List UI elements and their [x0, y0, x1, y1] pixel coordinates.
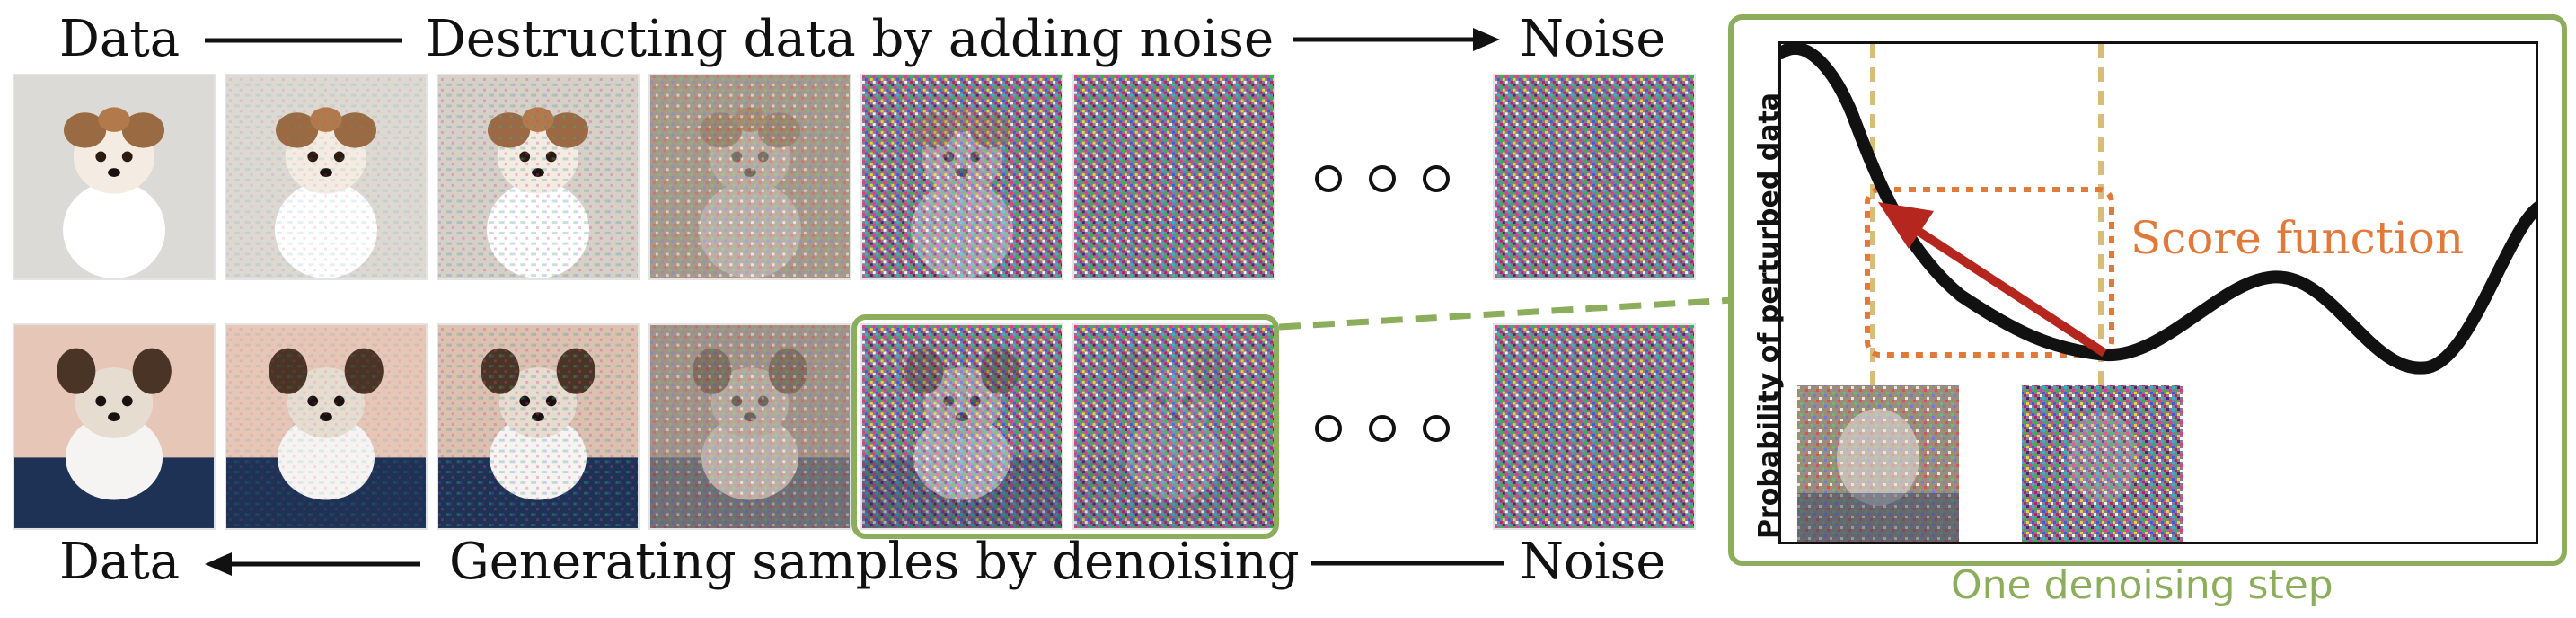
- bottom-ellipsis: [1315, 415, 1450, 442]
- bottom-image-5: [860, 323, 1063, 530]
- bottom-data-label: Data: [59, 533, 181, 591]
- top-image-noise: [1493, 74, 1696, 280]
- top-image-3: [437, 74, 640, 280]
- ellipsis-dot: [1315, 165, 1342, 192]
- bottom-image-noise: [1493, 323, 1696, 530]
- bottom-title: Generating samples by denoising: [449, 533, 1300, 591]
- top-image-2: [225, 74, 428, 280]
- bottom-noise-label: Noise: [1520, 533, 1666, 591]
- top-arrow-right: [1293, 28, 1500, 51]
- dashed-connector: [1279, 296, 1734, 331]
- ellipsis-dot: [1369, 415, 1396, 442]
- denoising-step-caption: One denoising step: [1951, 562, 2333, 608]
- ellipsis-dot: [1315, 415, 1342, 442]
- bottom-line: [1311, 561, 1504, 566]
- top-left-line: [205, 38, 402, 43]
- ellipsis-dot: [1423, 165, 1450, 192]
- top-data-label: Data: [59, 10, 181, 68]
- bottom-image-4: [648, 323, 851, 530]
- bottom-image-6: [1072, 323, 1275, 530]
- highlight-box: [851, 314, 1279, 539]
- top-image-4: [648, 74, 851, 280]
- top-title: Destructing data by adding noise: [426, 10, 1275, 68]
- bottom-image-1: [13, 323, 216, 530]
- top-noise-label: Noise: [1520, 10, 1666, 68]
- score-arrow: [1899, 216, 2107, 358]
- top-image-5: [860, 74, 1063, 280]
- ellipsis-dot: [1423, 415, 1450, 442]
- plot-area: [1778, 41, 2538, 544]
- thumbnail-more-noisy: [2022, 385, 2183, 542]
- bottom-image-3: [437, 323, 640, 530]
- probability-curve: [1781, 44, 2536, 375]
- top-image-6: [1072, 74, 1275, 280]
- bottom-arrow-left: [205, 552, 420, 576]
- ellipsis-dot: [1369, 165, 1396, 192]
- score-arrowhead: [1878, 202, 1934, 249]
- top-image-1: [13, 74, 216, 280]
- y-axis-label: Probability of perturbed data: [1753, 92, 1785, 539]
- score-box: [1865, 187, 2114, 358]
- bottom-image-2: [225, 323, 428, 530]
- score-function-label: Score function: [2130, 212, 2465, 264]
- top-ellipsis: [1315, 165, 1450, 192]
